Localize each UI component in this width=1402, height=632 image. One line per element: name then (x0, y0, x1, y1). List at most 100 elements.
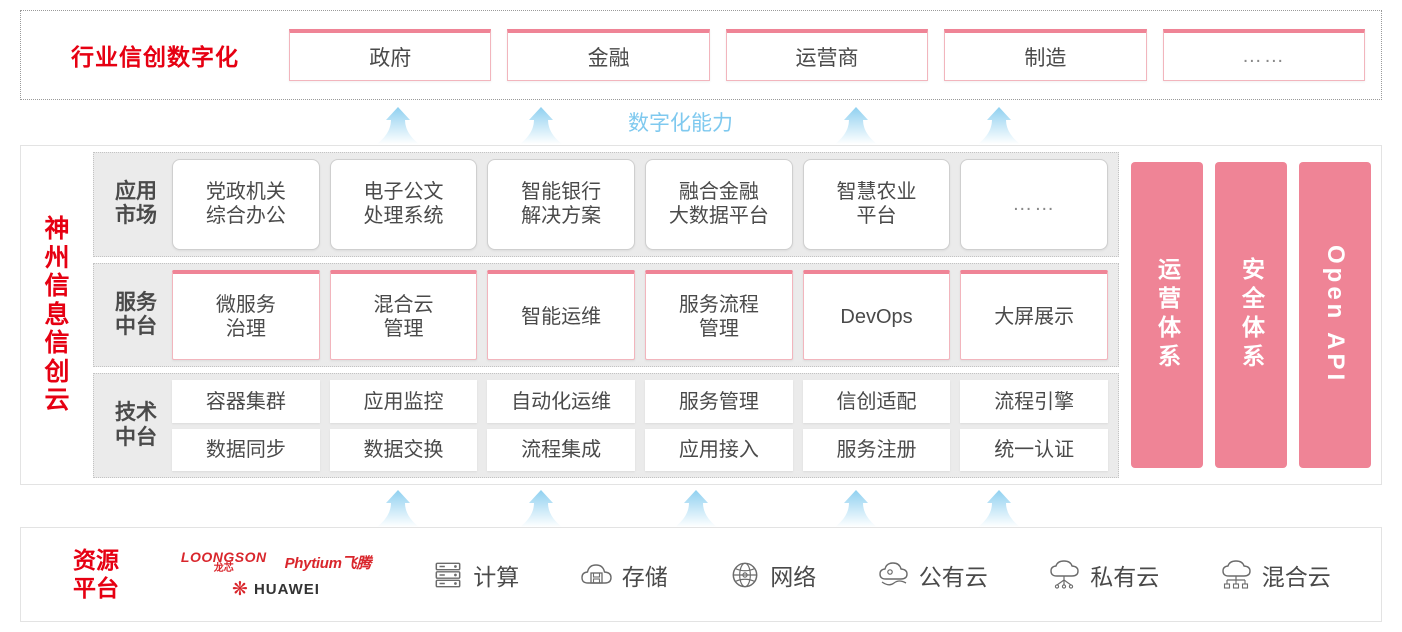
resource-arrow-strip (0, 488, 1402, 528)
network-globe-icon (732, 562, 758, 587)
up-arrow-icon (976, 107, 1022, 145)
tech-platform-items: 容器集群 应用监控 自动化运维 服务管理 信创适配 流程引擎 数据同步 数据交换… (172, 380, 1109, 472)
cloud-title-char: 创 (44, 357, 70, 386)
tech-platform-row-2: 数据同步 数据交换 流程集成 应用接入 服务注册 统一认证 (172, 428, 1109, 472)
pillar-label: 运营体系 (1154, 257, 1181, 373)
public-cloud-icon (879, 561, 908, 585)
cloud-storage-icon (581, 563, 612, 584)
pillar-open-api[interactable]: Open API (1299, 162, 1371, 468)
tech-cell-data-exchange[interactable]: 数据交换 (329, 428, 478, 472)
layer-row-app-market: 应用 市场 党政机关综合办公 电子公文处理系统 智能银行解决方案 (93, 152, 1119, 257)
layer-row-tech-platform: 技术 中台 容器集群 应用监控 自动化运维 服务管理 信创适配 流程引擎 (93, 373, 1119, 479)
pillar-operations-system[interactable]: 运营体系 (1131, 162, 1203, 468)
cloud-body: 应用 市场 党政机关综合办公 电子公文处理系统 智能银行解决方案 (93, 146, 1381, 484)
app-cell-government-office[interactable]: 党政机关综合办公 (172, 159, 320, 250)
pillar-label: Open API (1322, 245, 1349, 385)
vendor-logo-group: LOONGSON 龙芯 Phytium飞腾 ❋ HUAWEI (151, 550, 401, 599)
tech-platform-row-1: 容器集群 应用监控 自动化运维 服务管理 信创适配 流程引擎 (172, 380, 1109, 423)
up-arrow-icon (375, 107, 421, 145)
resource-item-private-cloud[interactable]: 私有云 (1048, 558, 1159, 592)
huawei-logo: ❋ HUAWEI (232, 579, 320, 600)
cloud-title-char: 州 (44, 243, 70, 272)
up-arrow-icon (833, 107, 879, 145)
up-arrow-icon (976, 490, 1022, 528)
resource-item-label: 网络 (770, 563, 817, 590)
industry-box-manufacturing[interactable]: 制造 (944, 29, 1147, 81)
resource-item-public-cloud[interactable]: 公有云 (877, 558, 988, 592)
app-cell-smart-bank[interactable]: 智能银行解决方案 (487, 159, 636, 250)
tech-cell-app-access[interactable]: 应用接入 (645, 428, 793, 472)
huawei-flower-icon: ❋ (232, 579, 248, 600)
tech-cell-data-sync[interactable]: 数据同步 (172, 428, 320, 472)
cloud-title-char: 云 (44, 386, 70, 415)
resource-item-label: 存储 (621, 563, 668, 590)
resource-item-label: 私有云 (1090, 563, 1160, 590)
cloud-platform-container: 神 州 信 息 信 创 云 应用 市场 党政机关综合办公 (20, 145, 1382, 485)
tech-cell-xinchuang-adaptation[interactable]: 信创适配 (802, 380, 951, 423)
tech-cell-service-mgmt[interactable]: 服务管理 (645, 380, 793, 423)
layer-label-app-market: 应用 市场 (115, 179, 157, 228)
private-cloud-icon (1050, 559, 1079, 589)
app-cell-finance-bigdata[interactable]: 融合金融大数据平台 (645, 159, 793, 250)
tech-cell-process-engine[interactable]: 流程引擎 (960, 380, 1109, 423)
tech-cell-process-integration[interactable]: 流程集成 (487, 428, 636, 472)
industry-box-government[interactable]: 政府 (289, 29, 492, 81)
up-arrow-icon (518, 490, 564, 528)
layer-label-tech-platform: 技术 中台 (115, 401, 157, 449)
cloud-title-char: 神 (44, 215, 70, 244)
tech-cell-container-cluster[interactable]: 容器集群 (172, 380, 320, 423)
layer-label-service-platform: 服务 中台 (115, 290, 157, 338)
cloud-layer-list: 应用 市场 党政机关综合办公 电子公文处理系统 智能银行解决方案 (93, 152, 1119, 479)
industry-band: 行业信创数字化 政府 金融 运营商 制造 …… (20, 10, 1382, 100)
tech-cell-unified-auth[interactable]: 统一认证 (960, 428, 1109, 472)
tech-cell-app-monitoring[interactable]: 应用监控 (329, 380, 478, 423)
industry-box-list: 政府 金融 运营商 制造 …… (289, 29, 1381, 81)
hybrid-cloud-icon (1222, 559, 1251, 589)
capability-label: 数字化能力 (628, 112, 733, 135)
resource-item-storage[interactable]: 存储 (580, 558, 668, 592)
resource-item-label: 混合云 (1261, 563, 1331, 590)
industry-box-finance[interactable]: 金融 (507, 29, 710, 81)
cloud-title-char: 信 (44, 272, 70, 301)
resource-item-hybrid-cloud[interactable]: 混合云 (1220, 558, 1331, 592)
resource-item-label: 公有云 (918, 563, 988, 590)
resource-platform-title: 资源 平台 (73, 546, 119, 601)
capability-arrow-strip-top: 数字化能力 (0, 105, 1402, 145)
cloud-title-char: 息 (44, 300, 70, 329)
service-cell-hybrid-cloud-mgmt[interactable]: 混合云管理 (329, 269, 478, 361)
resource-item-list: 计算 存储 网络 (401, 558, 1381, 592)
industry-box-more[interactable]: …… (1162, 29, 1366, 81)
up-arrow-icon (518, 107, 564, 145)
pillar-security-system[interactable]: 安全体系 (1215, 162, 1287, 468)
tech-cell-automated-ops[interactable]: 自动化运维 (487, 380, 636, 423)
resource-item-compute[interactable]: 计算 (431, 558, 519, 592)
industry-box-telecom[interactable]: 运营商 (725, 29, 929, 81)
service-platform-items: 微服务治理 混合云管理 智能运维 服务流程管理 DevOps 大屏展示 (172, 269, 1109, 361)
server-rack-icon (435, 562, 461, 587)
resource-platform-band: 资源 平台 LOONGSON 龙芯 Phytium飞腾 ❋ HUAWEI (20, 527, 1382, 622)
resource-item-network[interactable]: 网络 (728, 558, 816, 592)
service-cell-devops[interactable]: DevOps (802, 269, 951, 361)
service-cell-process-mgmt[interactable]: 服务流程管理 (645, 269, 793, 361)
app-cell-edoc-system[interactable]: 电子公文处理系统 (329, 159, 478, 250)
cloud-title-char: 信 (44, 329, 70, 358)
phytium-logo: Phytium飞腾 (284, 554, 372, 572)
loongson-logo: LOONGSON 龙芯 (180, 549, 267, 574)
up-arrow-icon (375, 490, 421, 528)
layer-row-service-platform: 服务 中台 微服务治理 混合云管理 智能运维 服务流程管理 (93, 262, 1119, 368)
app-cell-smart-agriculture[interactable]: 智慧农业平台 (802, 159, 951, 250)
pillar-list: 运营体系 安全体系 Open API (1119, 152, 1373, 478)
resource-item-label: 计算 (473, 563, 520, 590)
tech-cell-service-registry[interactable]: 服务注册 (802, 428, 951, 472)
industry-band-title: 行业信创数字化 (71, 44, 239, 70)
vendor-logo-row: LOONGSON 龙芯 Phytium飞腾 (181, 550, 371, 574)
up-arrow-icon (833, 490, 879, 528)
service-cell-bigscreen-display[interactable]: 大屏展示 (960, 269, 1109, 361)
app-cell-more[interactable]: …… (960, 159, 1109, 250)
cloud-platform-title: 神 州 信 息 信 创 云 (21, 146, 93, 484)
service-cell-aiops[interactable]: 智能运维 (487, 269, 636, 361)
app-market-items: 党政机关综合办公 电子公文处理系统 智能银行解决方案 融合金融大数据平台 智慧农 (172, 159, 1109, 250)
service-cell-microservice-governance[interactable]: 微服务治理 (172, 269, 320, 361)
up-arrow-icon (673, 490, 719, 528)
